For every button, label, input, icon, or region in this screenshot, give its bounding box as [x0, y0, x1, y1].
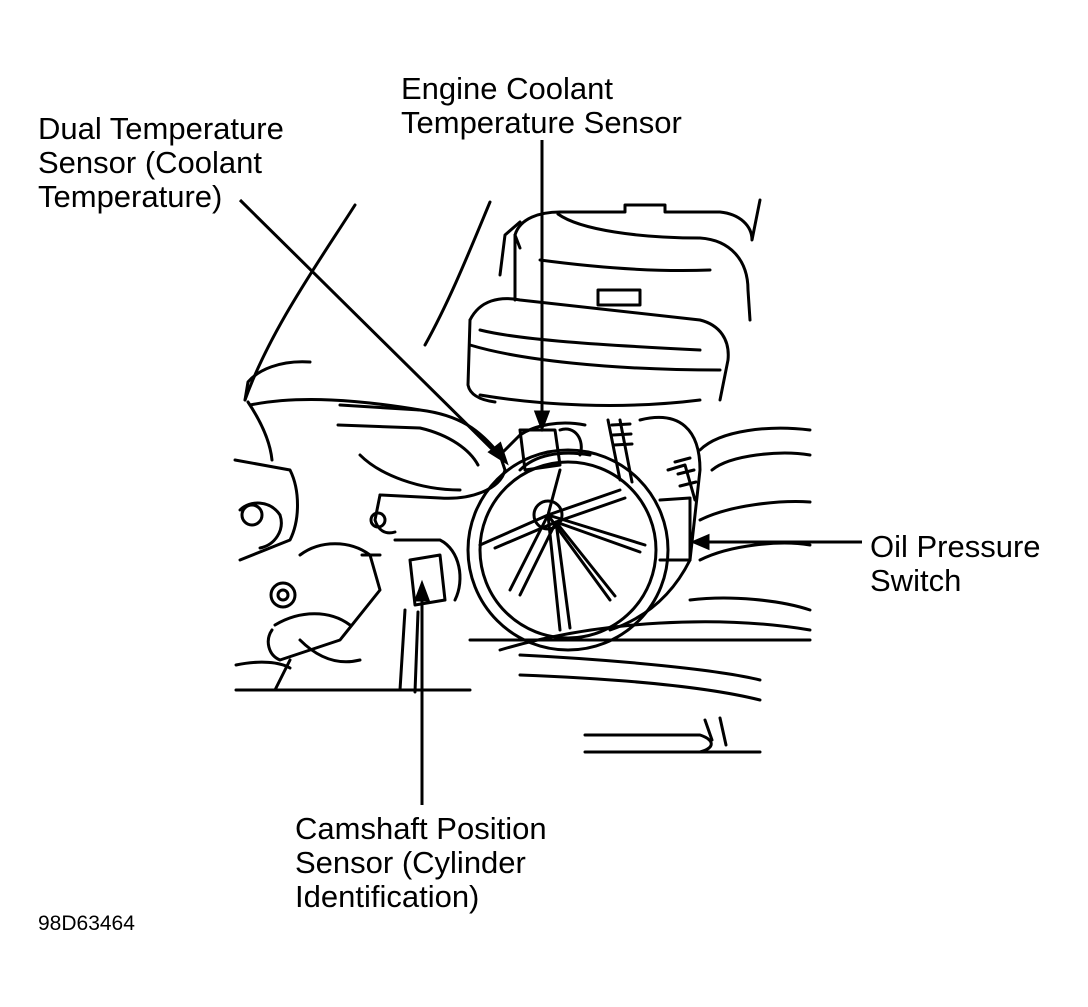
camshaft-line-2: Sensor (Cylinder	[295, 845, 526, 880]
camshaft-position-sensor-label: Camshaft Position Sensor (Cylinder Ident…	[295, 812, 547, 914]
dual-temperature-line-3: Temperature)	[38, 179, 223, 214]
oil-pressure-switch-label: Oil Pressure Switch	[870, 530, 1041, 598]
figure-code: 98D63464	[38, 912, 135, 935]
dual-temperature-line-2: Sensor (Coolant	[38, 145, 263, 180]
camshaft-pulley	[468, 450, 668, 650]
engine-coolant-line-1: Engine Coolant	[401, 71, 613, 106]
coolant-hose	[340, 405, 505, 498]
camshaft-line-3: Identification)	[295, 879, 480, 914]
intake-housing	[470, 299, 728, 400]
engine-coolant-temperature-sensor-label: Engine Coolant Temperature Sensor	[401, 72, 682, 140]
leader-dual-temperature	[240, 200, 498, 455]
oil-pressure-line-1: Oil Pressure	[870, 529, 1041, 564]
camshaft-line-1: Camshaft Position	[295, 811, 547, 846]
dual-temperature-line-1: Dual Temperature	[38, 111, 284, 146]
oil-pressure-line-2: Switch	[870, 563, 962, 598]
dual-temperature-sensor-label: Dual Temperature Sensor (Coolant Tempera…	[38, 112, 284, 214]
engine-coolant-line-2: Temperature Sensor	[401, 105, 682, 140]
